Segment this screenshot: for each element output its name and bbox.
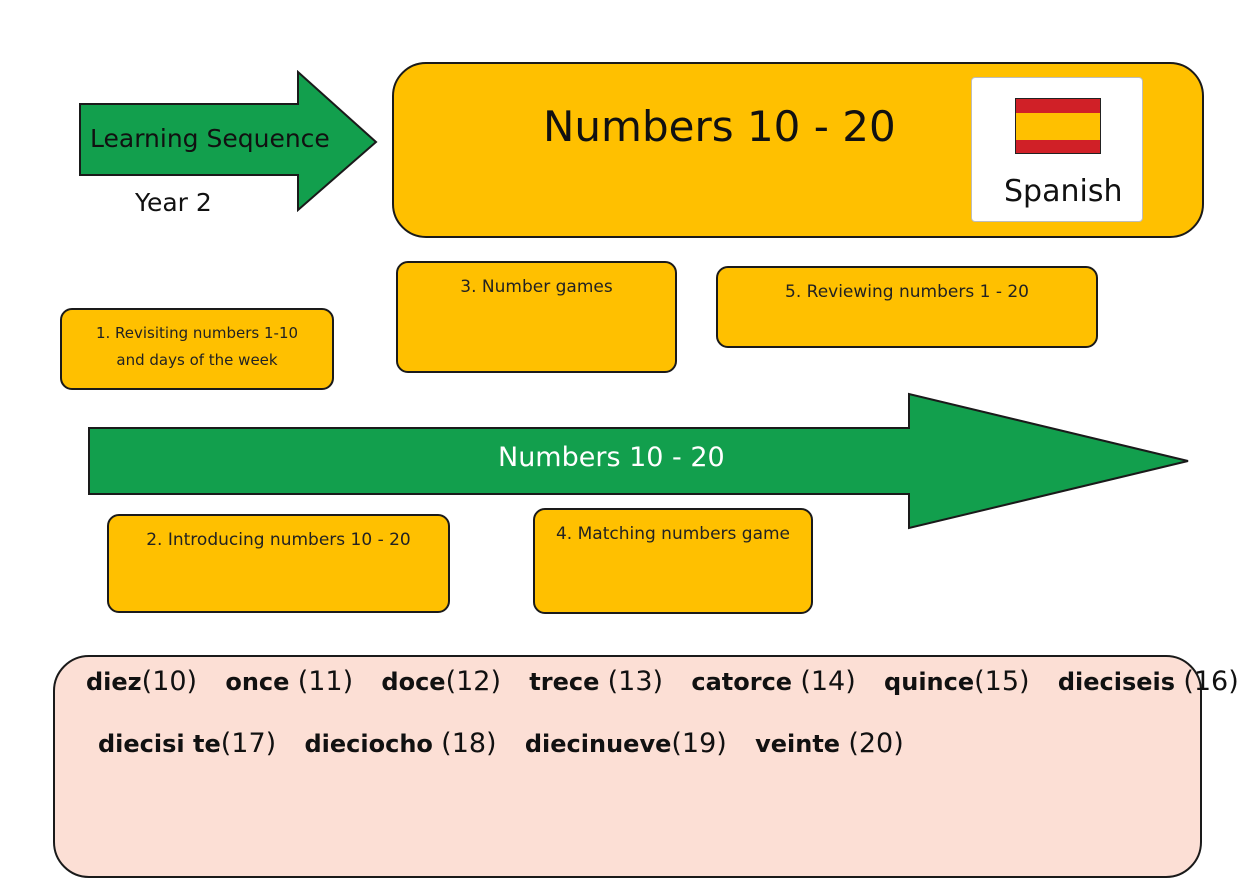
vocab-item: trece (13): [529, 666, 663, 697]
vocab-word: catorce: [691, 668, 793, 696]
vocab-number: (11): [297, 666, 354, 697]
vocab-item: veinte (20): [755, 728, 904, 759]
step-label-2: 2. Introducing numbers 10 - 20: [146, 530, 411, 550]
vocab-word: veinte: [755, 730, 841, 758]
step-box-1: [60, 308, 334, 390]
vocab-word: dieciseis: [1057, 668, 1176, 696]
learning-sequence-label: Learning Sequence: [90, 124, 330, 153]
vocab-word: dieciocho: [304, 730, 433, 758]
vocab-word: diez: [86, 668, 142, 696]
vocab-number: (18): [441, 728, 497, 759]
step-label-4: 4. Matching numbers game: [555, 524, 791, 544]
year-label: Year 2: [135, 188, 212, 217]
vocab-word: once: [225, 668, 290, 696]
vocabulary-line-1: diez(10) once (11) doce(12) trece (13) c…: [86, 666, 1259, 697]
step-box-5: [716, 266, 1098, 348]
step-label-5: 5. Reviewing numbers 1 - 20: [785, 282, 1029, 302]
learning-sequence-arrow-shape: [79, 70, 378, 212]
timeline-arrow: [88, 392, 1189, 530]
vocab-number: (12): [445, 666, 502, 697]
vocab-item: once (11): [225, 666, 353, 697]
vocabulary-line-2: diecisi te(17) dieciocho (18) diecinueve…: [98, 728, 924, 759]
step-label-3: 3. Number games: [460, 277, 613, 297]
vocab-item: diez(10): [86, 666, 197, 697]
vocab-number: (17): [220, 728, 277, 759]
step-box-4: [533, 508, 813, 614]
step-box-2: [107, 514, 450, 613]
vocab-number: (19): [671, 728, 727, 759]
vocab-number: (10): [141, 666, 198, 697]
vocab-item: dieciseis (16): [1058, 666, 1239, 697]
vocab-number: (16): [1183, 666, 1239, 697]
vocab-item: doce(12): [381, 666, 501, 697]
vocab-number: (14): [800, 666, 856, 697]
step-label-1: 1. Revisiting numbers 1-10 and days of t…: [95, 324, 299, 369]
timeline-arrow-shape: [88, 392, 1189, 530]
vocab-word: quince: [884, 668, 975, 696]
spain-flag-icon: [1015, 98, 1101, 154]
timeline-label: Numbers 10 - 20: [498, 442, 725, 473]
vocab-number: (15): [974, 666, 1030, 697]
vocab-item: diecisi te(17): [98, 728, 276, 759]
vocab-word: diecinueve: [524, 730, 672, 758]
step-box-3: [396, 261, 677, 373]
vocab-item: diecinueve(19): [525, 728, 727, 759]
vocab-word: doce: [381, 668, 446, 696]
vocab-number: (13): [607, 666, 664, 697]
vocab-word: diecisi te: [98, 730, 221, 758]
vocab-word: trece: [529, 668, 600, 696]
vocab-item: dieciocho (18): [304, 728, 496, 759]
vocab-item: catorce (14): [691, 666, 855, 697]
language-label: Spanish: [1004, 174, 1123, 209]
vocab-item: quince(15): [884, 666, 1030, 697]
learning-sequence-arrow: [79, 70, 378, 212]
vocabulary-box: [53, 655, 1202, 878]
vocab-number: (20): [848, 728, 904, 759]
page-title: Numbers 10 - 20: [543, 102, 896, 151]
